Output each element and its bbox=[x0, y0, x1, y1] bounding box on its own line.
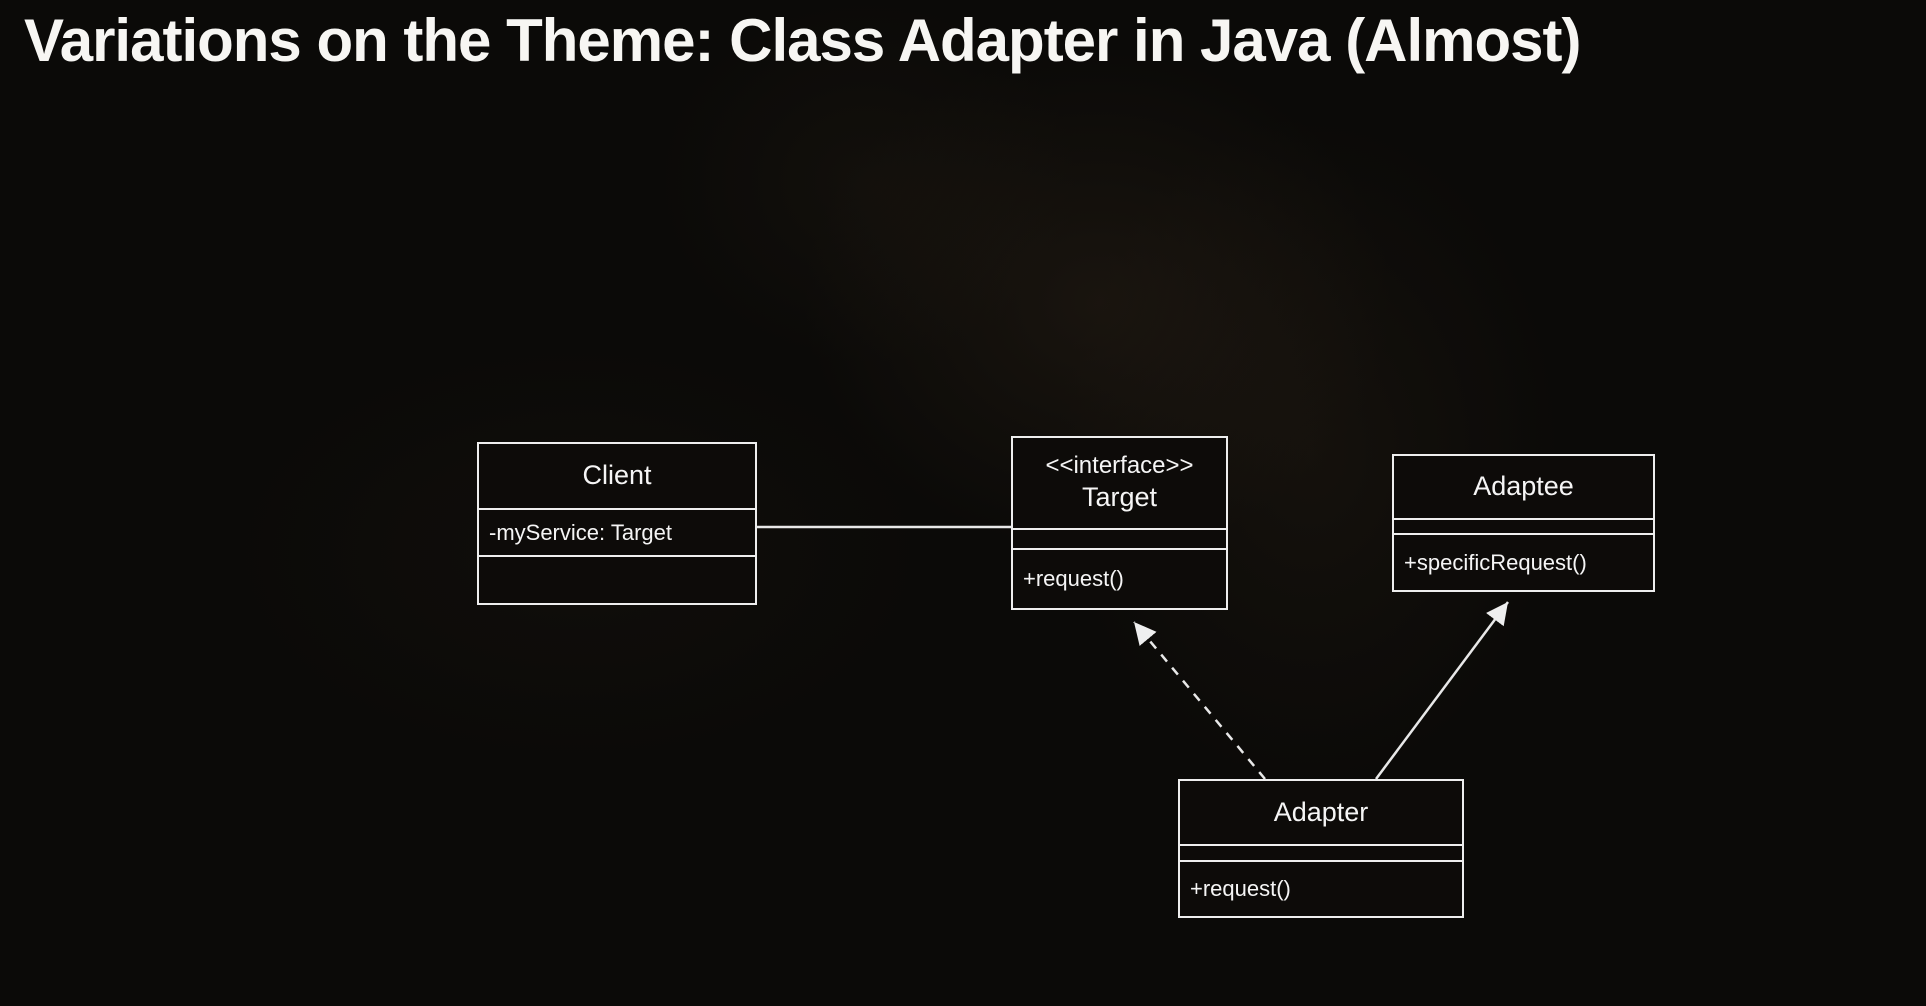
class-name-client: Client bbox=[582, 460, 652, 491]
class-method-target: +request() bbox=[1013, 548, 1226, 608]
class-name-adaptee: Adaptee bbox=[1473, 471, 1574, 502]
class-methods-client-empty bbox=[479, 555, 755, 603]
slide-title: Variations on the Theme: Class Adapter i… bbox=[24, 7, 1582, 74]
class-attributes-target-empty bbox=[1013, 528, 1226, 548]
realization-arrow-adapter-target bbox=[1133, 621, 1266, 780]
class-attributes-adapter-empty bbox=[1180, 844, 1462, 860]
class-name-target: Target bbox=[1081, 482, 1158, 513]
class-attributes-adaptee-empty bbox=[1394, 518, 1653, 533]
class-attribute-client: -myService: Target bbox=[479, 508, 755, 555]
class-header-target: <<interface>> Target bbox=[1013, 438, 1226, 528]
class-box-target: <<interface>> Target +request() bbox=[1011, 436, 1228, 610]
class-method-adaptee: +specificRequest() bbox=[1394, 533, 1653, 590]
class-box-client: Client -myService: Target bbox=[477, 442, 757, 605]
class-name-adapter: Adapter bbox=[1273, 796, 1369, 827]
class-method-adapter: +request() bbox=[1180, 860, 1462, 916]
class-box-adaptee: Adaptee +specificRequest() bbox=[1392, 454, 1655, 592]
class-stereotype-target: <<interface>> bbox=[1045, 452, 1194, 480]
class-box-adapter: Adapter +request() bbox=[1178, 779, 1464, 918]
generalization-arrow-adapter-adaptee bbox=[1374, 601, 1510, 780]
